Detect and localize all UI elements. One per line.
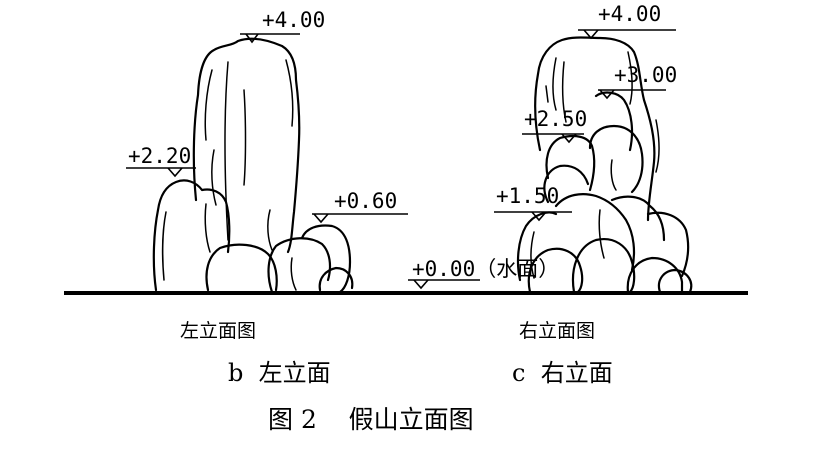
right-main-rock — [534, 36, 656, 222]
marker-water-level: +0.00（水面） — [408, 257, 559, 290]
left-main-rock — [192, 37, 301, 254]
left-small-rock — [300, 224, 352, 294]
marker-left-low: +0.60 — [312, 189, 408, 224]
svg-text:+2.50: +2.50 — [524, 107, 587, 131]
svg-text:+0.60: +0.60 — [334, 189, 397, 213]
left-view-label: 左立面图 — [180, 320, 256, 342]
left-caption: b 左立面 — [228, 359, 331, 387]
svg-text:+4.00: +4.00 — [598, 2, 661, 26]
marker-right-15: +1.50 — [494, 184, 572, 222]
marker-right-3: +3.00 — [598, 63, 677, 100]
marker-left-top: +4.00 — [240, 8, 325, 44]
left-side-rock — [152, 179, 231, 292]
right-rockery — [516, 36, 693, 294]
svg-text:+0.00（水面）: +0.00（水面） — [412, 257, 559, 281]
right-caption: c 右立面 — [512, 359, 613, 387]
figure-caption: 图 2 假山立面图 — [268, 405, 474, 434]
marker-right-top: +4.00 — [578, 2, 676, 40]
svg-text:+2.20: +2.20 — [128, 144, 191, 168]
left-rockery — [152, 37, 354, 294]
marker-right-25: +2.50 — [522, 107, 587, 144]
marker-left-mid: +2.20 — [126, 144, 196, 178]
right-view-label: 右立面图 — [519, 320, 595, 342]
svg-text:+1.50: +1.50 — [496, 184, 559, 208]
svg-text:+3.00: +3.00 — [614, 63, 677, 87]
svg-text:+4.00: +4.00 — [262, 8, 325, 32]
